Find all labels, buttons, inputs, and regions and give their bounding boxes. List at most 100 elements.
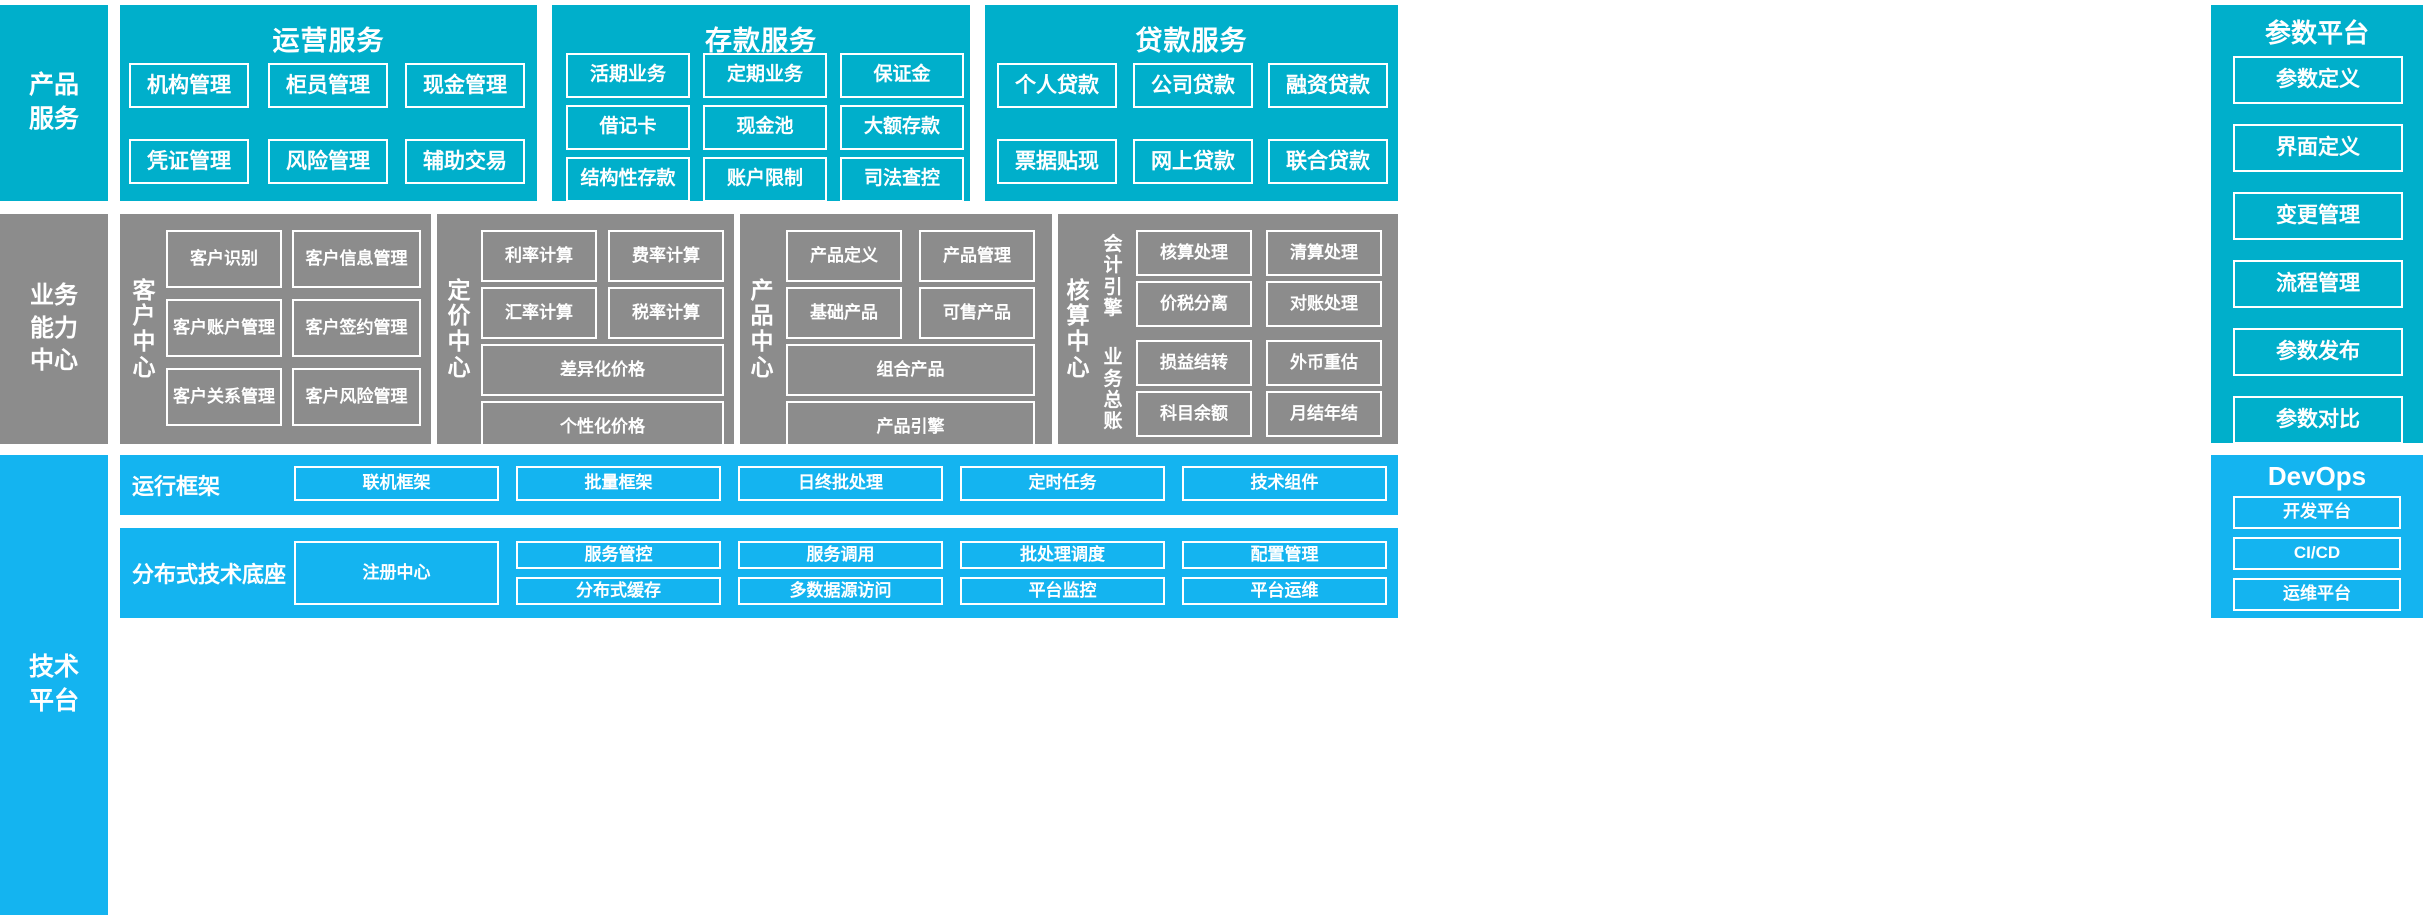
tile-demand-deposit[interactable]: 活期业务 [566, 53, 690, 98]
group-deposit-services: 存款服务 活期业务 定期业务 保证金 借记卡 现金池 大额存款 结构性存款 账户… [552, 5, 970, 202]
group-title-loan-services: 贷款服务 [1135, 26, 1248, 56]
tile-bill-discount[interactable]: 票据贴现 [997, 139, 1117, 184]
panel-parameter-platform: 参数平台 参数定义 界面定义 变更管理 流程管理 参数发布 参数对比 [2211, 5, 2423, 444]
tile-accounting-processing[interactable]: 核算处理 [1136, 230, 1252, 276]
tile-tax-rate-calculation[interactable]: 税率计算 [608, 287, 724, 339]
tile-fee-rate-calculation[interactable]: 费率计算 [608, 230, 724, 282]
group-title-deposit-services: 存款服务 [705, 26, 817, 56]
tile-batch-framework[interactable]: 批量框架 [516, 466, 721, 501]
tile-customer-relation-management[interactable]: 客户关系管理 [166, 368, 282, 426]
layer-product-services-label-block: 产品 服务 [0, 5, 108, 201]
tile-customer-risk-management[interactable]: 客户风险管理 [292, 368, 421, 426]
group-product-center: 产品中心 产品定义 产品管理 基础产品 可售产品 组合产品 产品引擎 [740, 214, 1052, 453]
layer-label-business-capability-center: 业务 能力 中心 [30, 282, 78, 375]
tile-risk-management[interactable]: 风险管理 [268, 139, 388, 184]
tile-differentiated-pricing[interactable]: 差异化价格 [481, 344, 724, 396]
layer-technology-platform-label-block: 技术 平台 [0, 455, 108, 915]
tile-personal-loan[interactable]: 个人贷款 [997, 63, 1117, 108]
tile-voucher-management[interactable]: 凭证管理 [129, 139, 249, 184]
layer-label-product-services: 产品 服务 [28, 71, 79, 133]
tile-judicial-control[interactable]: 司法查控 [840, 157, 964, 202]
tile-online-framework[interactable]: 联机框架 [294, 466, 499, 501]
tile-product-engine[interactable]: 产品引擎 [786, 401, 1035, 453]
tile-product-management[interactable]: 产品管理 [919, 230, 1035, 282]
row-distributed-technology-base: 分布式技术底座 注册中心 服务管控 分布式缓存 服务调用 多数据源访问 批处理调… [120, 528, 1398, 618]
tile-time-deposit[interactable]: 定期业务 [703, 53, 827, 98]
tile-basic-product[interactable]: 基础产品 [786, 287, 902, 339]
tile-registry-center[interactable]: 注册中心 [294, 541, 499, 605]
tile-reconciliation-processing[interactable]: 对账处理 [1266, 281, 1382, 327]
tile-cash-pool[interactable]: 现金池 [703, 105, 827, 150]
tile-financing-loan[interactable]: 融资贷款 [1268, 63, 1388, 108]
tile-cash-management[interactable]: 现金管理 [405, 63, 525, 108]
tile-scheduled-task[interactable]: 定时任务 [960, 466, 1165, 501]
sublabel-business-ledger: 业务总账 [1103, 347, 1123, 433]
tile-interface-definition[interactable]: 界面定义 [2233, 124, 2403, 172]
tile-change-management[interactable]: 变更管理 [2233, 192, 2403, 240]
row-runtime-framework: 运行框架 联机框架 批量框架 日终批处理 定时任务 技术组件 [120, 455, 1398, 515]
group-customer-center: 客户中心 客户识别 客户信息管理 客户账户管理 客户签约管理 客户关系管理 客户… [120, 214, 431, 444]
tile-auxiliary-transaction[interactable]: 辅助交易 [405, 139, 525, 184]
group-pricing-center: 定价中心 利率计算 费率计算 汇率计算 税率计算 差异化价格 个性化价格 [437, 214, 734, 453]
row-label-distributed-technology-base: 分布式技术底座 [132, 562, 287, 587]
layer-label-technology-platform: 技术 平台 [28, 653, 79, 715]
group-loan-services: 贷款服务 个人贷款 公司贷款 融资贷款 票据贴现 网上贷款 联合贷款 [985, 5, 1398, 201]
group-title-operation-services: 运营服务 [272, 26, 385, 56]
tile-subject-balance[interactable]: 科目余额 [1136, 391, 1252, 437]
tile-batch-scheduling[interactable]: 批处理调度 [960, 541, 1165, 569]
tile-customer-info-management[interactable]: 客户信息管理 [292, 230, 421, 288]
tile-large-deposit[interactable]: 大额存款 [840, 105, 964, 150]
tile-eod-batch-processing[interactable]: 日终批处理 [738, 466, 943, 501]
tile-org-management[interactable]: 机构管理 [129, 63, 249, 108]
panel-title-parameter-platform: 参数平台 [2264, 18, 2369, 48]
tile-structured-deposit[interactable]: 结构性存款 [566, 157, 690, 202]
tile-product-definition[interactable]: 产品定义 [786, 230, 902, 282]
tile-month-year-end-closing[interactable]: 月结年结 [1266, 391, 1382, 437]
tile-profit-loss-carryover[interactable]: 损益结转 [1136, 340, 1252, 386]
tile-platform-operations[interactable]: 平台运维 [1182, 577, 1387, 605]
panel-title-devops: DevOps [2267, 461, 2367, 491]
tile-debit-card[interactable]: 借记卡 [566, 105, 690, 150]
tile-parameter-definition[interactable]: 参数定义 [2233, 56, 2403, 104]
tile-foreign-currency-revaluation[interactable]: 外币重估 [1266, 340, 1382, 386]
tile-parameter-publish[interactable]: 参数发布 [2233, 328, 2403, 376]
tile-settlement-processing[interactable]: 清算处理 [1266, 230, 1382, 276]
tile-technical-component[interactable]: 技术组件 [1182, 466, 1387, 501]
tile-customer-identification[interactable]: 客户识别 [166, 230, 282, 288]
group-title-accounting-center: 核算中心 [1066, 276, 1090, 380]
group-title-pricing-center: 定价中心 [447, 276, 471, 380]
tile-teller-management[interactable]: 柜员管理 [268, 63, 388, 108]
tile-sellable-product[interactable]: 可售产品 [919, 287, 1035, 339]
tile-exchange-rate-calculation[interactable]: 汇率计算 [481, 287, 597, 339]
tile-service-governance[interactable]: 服务管控 [516, 541, 721, 569]
tile-personalized-pricing[interactable]: 个性化价格 [481, 401, 724, 453]
layer-business-capability-label-block: 业务 能力 中心 [0, 214, 108, 444]
tile-price-tax-separation[interactable]: 价税分离 [1136, 281, 1252, 327]
tile-margin-deposit[interactable]: 保证金 [840, 53, 964, 98]
tile-configuration-management[interactable]: 配置管理 [1182, 541, 1387, 569]
tile-multi-datasource-access[interactable]: 多数据源访问 [738, 577, 943, 605]
tile-customer-account-management[interactable]: 客户账户管理 [166, 299, 282, 357]
tile-process-management[interactable]: 流程管理 [2233, 260, 2403, 308]
tile-development-platform[interactable]: 开发平台 [2233, 496, 2401, 529]
tile-parameter-compare[interactable]: 参数对比 [2233, 396, 2403, 444]
group-accounting-center: 核算中心 会计引擎 业务总账 核算处理 清算处理 价税分离 对账处理 损益结转 … [1058, 214, 1398, 444]
tile-interest-rate-calculation[interactable]: 利率计算 [481, 230, 597, 282]
tile-customer-contract-management[interactable]: 客户签约管理 [292, 299, 421, 357]
tile-operations-platform[interactable]: 运维平台 [2233, 578, 2401, 611]
tile-composite-product[interactable]: 组合产品 [786, 344, 1035, 396]
group-title-customer-center: 客户中心 [132, 276, 156, 380]
tile-distributed-cache[interactable]: 分布式缓存 [516, 577, 721, 605]
tile-service-invocation[interactable]: 服务调用 [738, 541, 943, 569]
tile-corporate-loan[interactable]: 公司贷款 [1133, 63, 1253, 108]
tile-syndicated-loan[interactable]: 联合贷款 [1268, 139, 1388, 184]
group-operation-services: 运营服务 机构管理 柜员管理 现金管理 凭证管理 风险管理 辅助交易 [120, 5, 537, 201]
tile-account-restriction[interactable]: 账户限制 [703, 157, 827, 202]
row-label-runtime-framework: 运行框架 [132, 474, 221, 499]
tile-ci-cd[interactable]: CI/CD [2233, 537, 2401, 570]
tile-online-loan[interactable]: 网上贷款 [1133, 139, 1253, 184]
tile-platform-monitoring[interactable]: 平台监控 [960, 577, 1165, 605]
sublabel-accounting-engine: 会计引擎 [1103, 233, 1123, 319]
group-title-product-center: 产品中心 [750, 276, 774, 380]
